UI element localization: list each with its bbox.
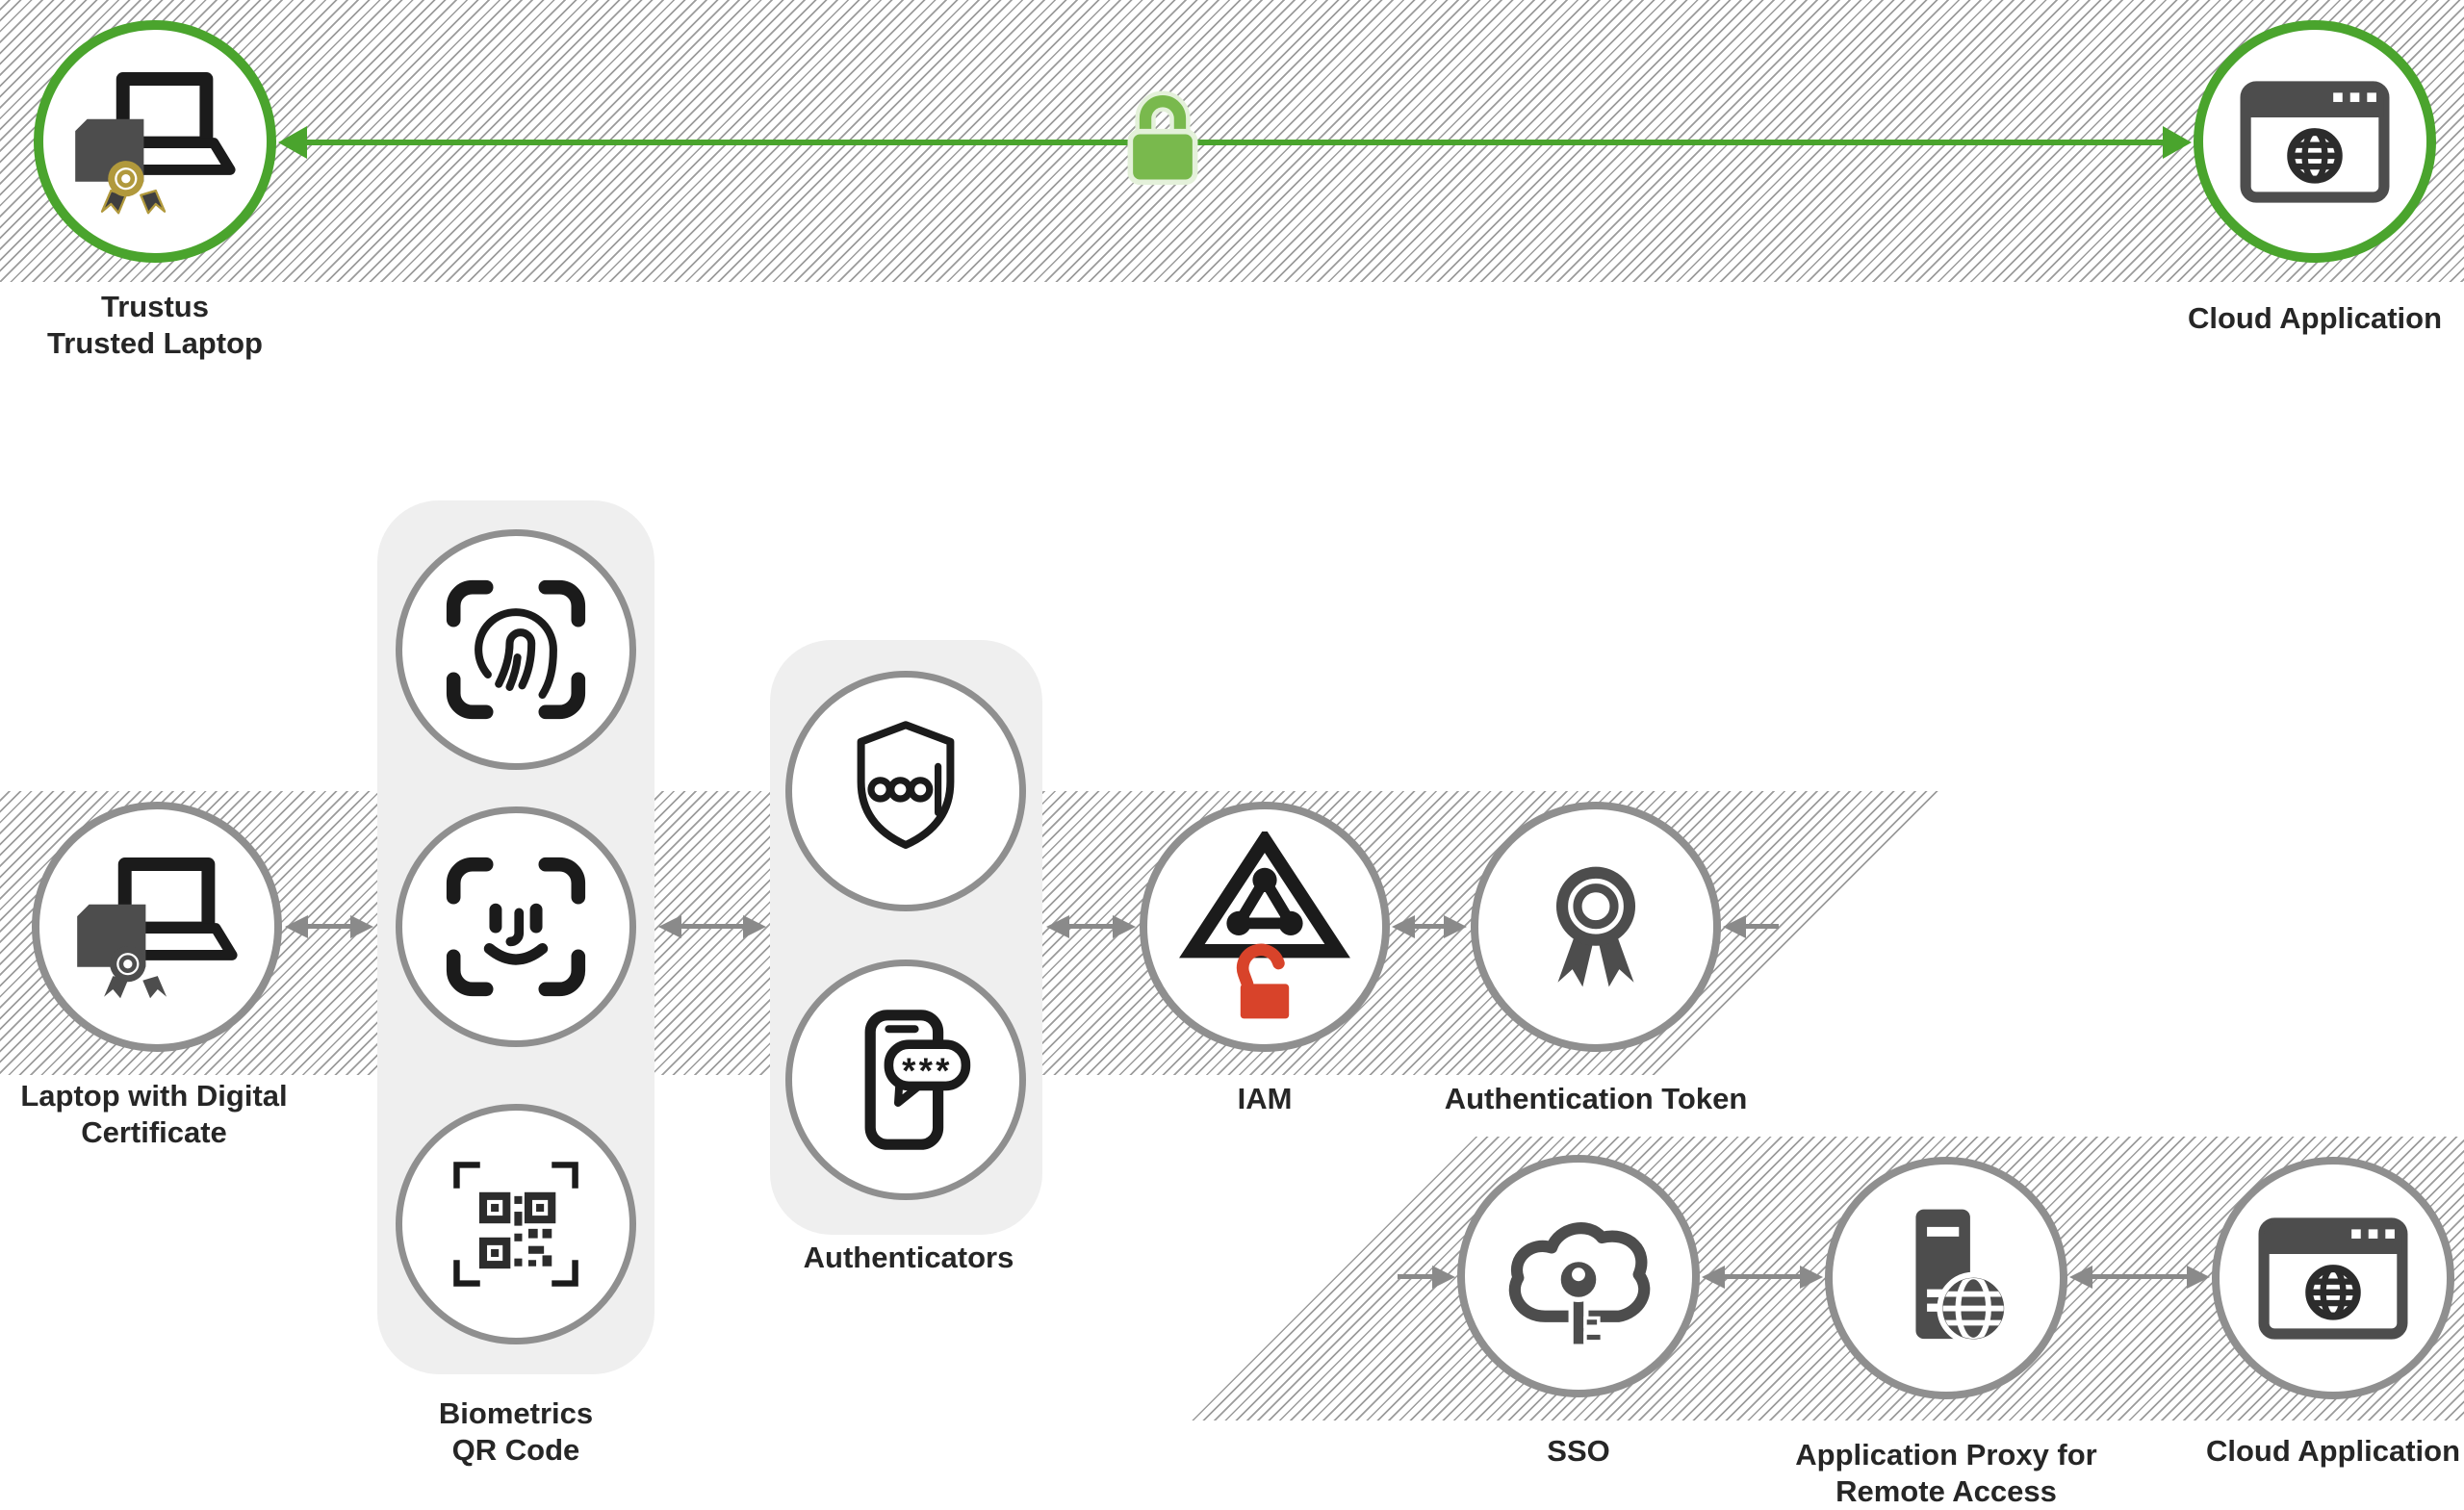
- arrow-sso-proxy: [1702, 1266, 1823, 1289]
- arrow-line: [306, 924, 352, 929]
- arrow-line: [303, 140, 2167, 145]
- label-trusted-laptop: Trustus Trusted Laptop: [47, 289, 263, 362]
- label-line: Trusted Laptop: [47, 326, 263, 360]
- arrow-head-left-icon: [278, 126, 307, 159]
- arrow-biometrics-authenticators: [658, 915, 766, 938]
- award-ribbon-icon: [1555, 866, 1636, 987]
- arrow-head-left-icon: [658, 915, 681, 938]
- qr-code-scan-icon: [453, 1162, 578, 1287]
- label-biometrics-qr: Biometrics QR Code: [439, 1395, 593, 1469]
- node-qr-code-scan: [396, 1104, 636, 1344]
- arrow-head-left-icon: [1392, 915, 1415, 938]
- arrow-head-left-icon: [285, 915, 308, 938]
- arrow-line: [1413, 924, 1446, 929]
- otp-bubble-text: ***: [902, 1051, 953, 1090]
- node-face-scan: [396, 806, 636, 1047]
- node-authentication-token: [1471, 802, 1721, 1052]
- label-cloud-application-top: Cloud Application: [2187, 301, 2443, 335]
- label-line: Application Proxy for: [1795, 1438, 2097, 1472]
- node-iam: [1140, 802, 1390, 1052]
- arrow-proxy-cloud: [2069, 1266, 2210, 1289]
- arrow-line: [1398, 1274, 1434, 1279]
- arrow-head-right-icon: [350, 915, 373, 938]
- label-application-proxy: Application Proxy for Remote Access: [1795, 1437, 2096, 1510]
- password-shield-icon: [857, 721, 955, 849]
- arrow-head-right-icon: [743, 915, 766, 938]
- node-sso: [1457, 1155, 1700, 1397]
- label-authentication-token: Authentication Token: [1444, 1082, 1748, 1115]
- node-password-shield: [785, 671, 1026, 911]
- label-line: QR Code: [451, 1433, 580, 1467]
- arrow-head-right-icon: [1432, 1266, 1455, 1289]
- arrow-head-left-icon: [1702, 1266, 1725, 1289]
- label-iam: IAM: [1237, 1082, 1293, 1115]
- arrow-head-right-icon: [2163, 126, 2192, 159]
- arrow-head-left-icon: [1046, 915, 1069, 938]
- node-fingerprint-scan: [396, 529, 636, 770]
- arrow-line: [680, 924, 745, 929]
- node-otp-phone: ***: [785, 960, 1026, 1200]
- label-line: Remote Access: [1835, 1474, 2057, 1508]
- arrow-laptop-biometrics: [285, 915, 373, 938]
- server-globe-icon: [1915, 1209, 2010, 1345]
- node-laptop-certificate: [32, 802, 282, 1052]
- label-line: Certificate: [81, 1115, 227, 1149]
- browser-globe-icon: [2240, 80, 2390, 203]
- arrow-head-left-icon: [1723, 915, 1746, 938]
- arrow-line: [2091, 1274, 2189, 1279]
- label-line: Biometrics: [438, 1396, 594, 1430]
- label-sso: SSO: [1547, 1434, 1610, 1468]
- arrow-head-right-icon: [2187, 1266, 2210, 1289]
- iam-network-unlock-icon: [1179, 832, 1350, 1019]
- arrow-iam-token: [1392, 915, 1467, 938]
- label-cloud-application-bottom: Cloud Application: [2205, 1434, 2461, 1468]
- node-cloud-application-top: [2194, 20, 2436, 263]
- arrow-head-right-icon: [1444, 915, 1467, 938]
- label-line: Trustus: [101, 290, 209, 323]
- cloud-key-icon: [1508, 1222, 1651, 1349]
- browser-globe-icon: [2258, 1216, 2408, 1340]
- fingerprint-scan-icon: [446, 579, 586, 720]
- arrow-line: [1067, 924, 1115, 929]
- arrow-sso-stub: [1398, 1266, 1455, 1289]
- otp-phone-icon: ***: [864, 1010, 971, 1150]
- laptop-certificate-icon: [75, 72, 236, 215]
- label-line: Laptop with Digital: [20, 1079, 288, 1113]
- secure-lock-icon: [1127, 90, 1198, 186]
- arrow-head-right-icon: [1113, 915, 1136, 938]
- node-cloud-application-bottom: [2212, 1157, 2454, 1399]
- arrow-line: [1723, 1274, 1802, 1279]
- arrow-authenticators-iam: [1046, 915, 1136, 938]
- face-scan-icon: [446, 857, 586, 997]
- label-laptop-certificate: Laptop with Digital Certificate: [20, 1078, 287, 1151]
- node-application-proxy: [1825, 1157, 2067, 1399]
- arrow-line: [1744, 924, 1779, 929]
- arrow-head-right-icon: [1800, 1266, 1823, 1289]
- node-trusted-laptop: [34, 20, 276, 263]
- arrow-head-left-icon: [2069, 1266, 2092, 1289]
- laptop-certificate-icon: [77, 857, 238, 999]
- label-authenticators: Authenticators: [803, 1241, 1014, 1274]
- arrow-trusted-laptop-cloud: [278, 126, 2192, 159]
- arrow-token-stub: [1723, 915, 1779, 938]
